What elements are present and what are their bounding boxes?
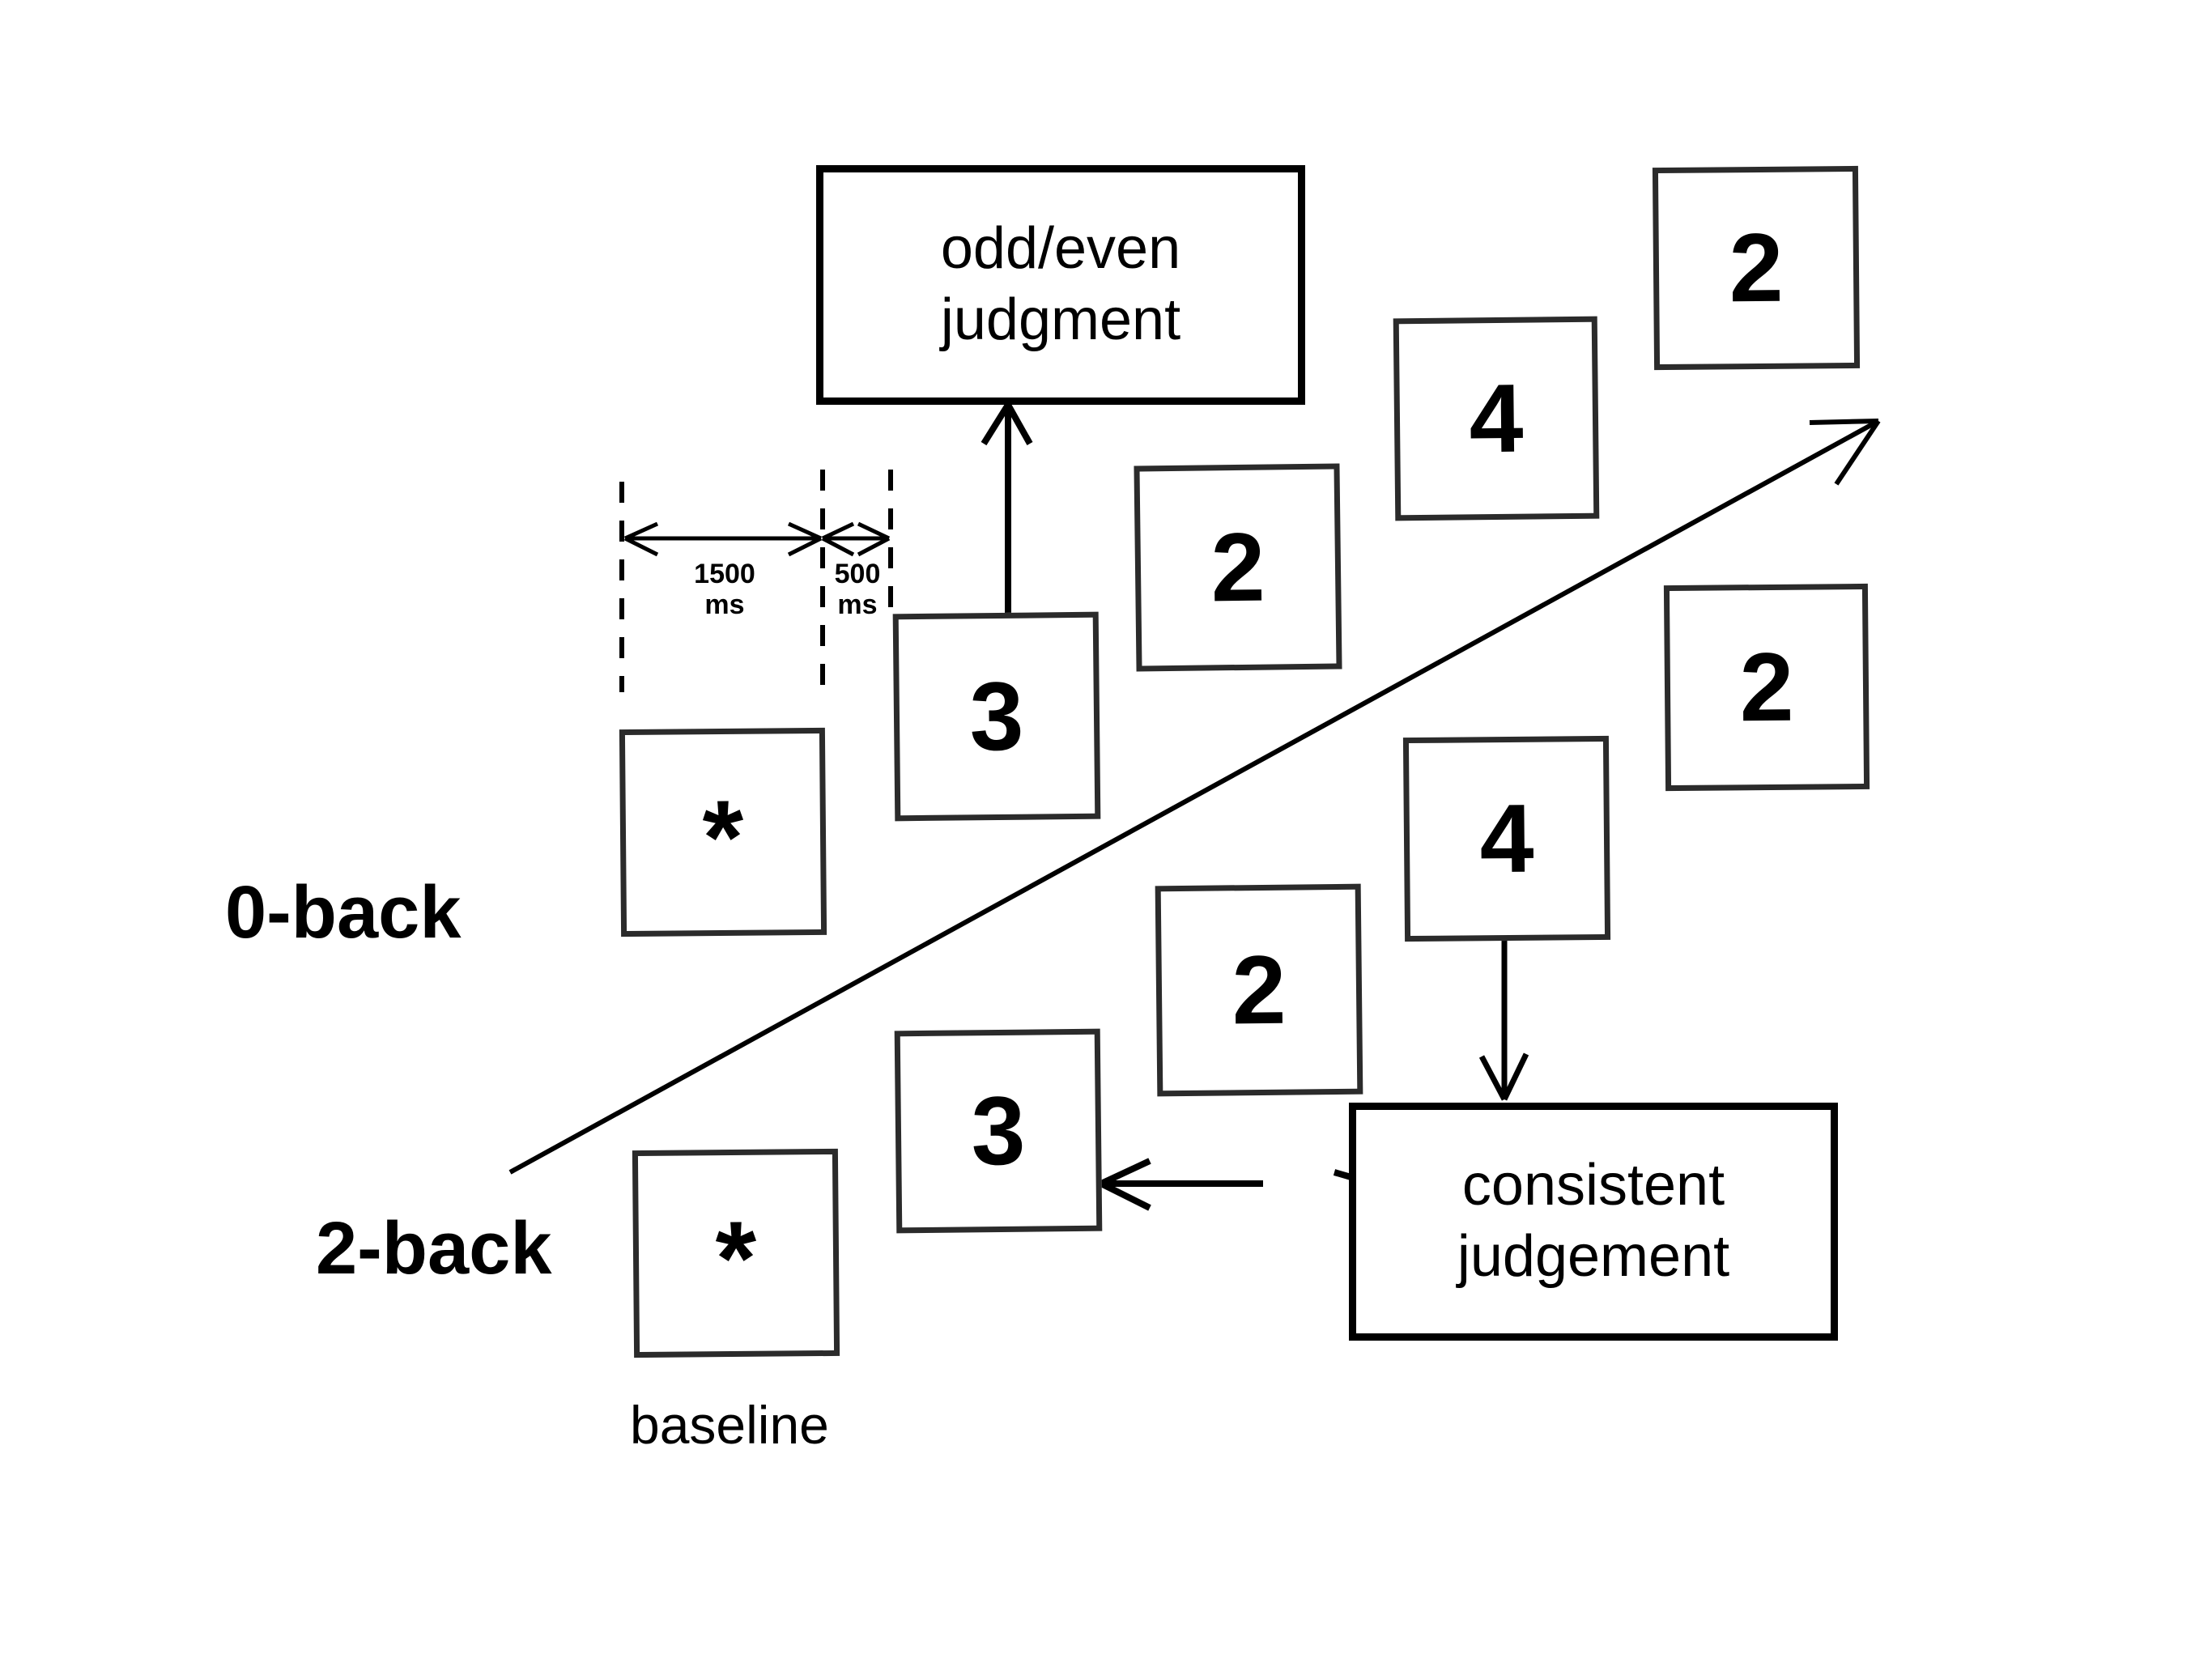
condition-label-0-back: 0-back xyxy=(225,871,462,954)
stimulus-square-digit[interactable]: 2 xyxy=(1652,165,1861,371)
task-box-odd-even-judgment[interactable]: odd/even judgment xyxy=(816,165,1305,405)
stimulus-square-digit[interactable]: 2 xyxy=(1134,463,1342,672)
task-box-consistent-judgement[interactable]: consistent judgement xyxy=(1349,1103,1838,1341)
stimulus-symbol: * xyxy=(702,777,744,897)
stimulus-symbol: 4 xyxy=(1468,363,1525,474)
stimulus-symbol: * xyxy=(715,1198,757,1318)
duration-arrow-500 xyxy=(821,521,891,557)
timing-value: 1500 xyxy=(694,559,755,589)
arrow-back-to-stimulus xyxy=(1100,1158,1355,1211)
stimulus-symbol: 2 xyxy=(1231,935,1287,1045)
task-box-line-2: judgement xyxy=(1457,1224,1730,1289)
timing-unit: ms xyxy=(837,589,878,621)
baseline-caption: baseline xyxy=(630,1395,829,1455)
stimulus-square-digit[interactable]: 3 xyxy=(892,611,1101,822)
stimulus-symbol: 2 xyxy=(1739,632,1794,742)
stimulus-symbol: 2 xyxy=(1729,213,1784,323)
stimulus-square-digit[interactable]: 4 xyxy=(1393,316,1600,521)
stimulus-square-digit[interactable]: 2 xyxy=(1155,883,1363,1097)
task-box-line-2: judgment xyxy=(940,287,1181,352)
stimulus-symbol: 4 xyxy=(1479,784,1534,894)
timing-label-interval: 500 ms xyxy=(831,559,884,620)
arrow-to-oddeven-judgment xyxy=(981,402,1033,615)
timing-value: 500 xyxy=(834,559,881,589)
stimulus-symbol: 3 xyxy=(968,661,1025,772)
timing-label-stimulus: 1500 ms xyxy=(672,559,777,620)
stimulus-symbol: 3 xyxy=(970,1076,1027,1186)
task-box-line-1: consistent xyxy=(1461,1153,1725,1218)
arrow-to-consistent-judgement xyxy=(1478,939,1529,1101)
stimulus-symbol: 2 xyxy=(1210,512,1266,623)
stimulus-square-digit[interactable]: 2 xyxy=(1663,583,1870,792)
timing-unit: ms xyxy=(704,589,745,621)
stimulus-square-fixation[interactable]: * xyxy=(632,1148,840,1358)
stimulus-square-digit[interactable]: 3 xyxy=(894,1028,1103,1234)
stimulus-square-digit[interactable]: 4 xyxy=(1402,735,1611,942)
duration-arrow-1500 xyxy=(623,521,823,557)
task-box-line-1: odd/even xyxy=(940,216,1181,282)
condition-label-2-back: 2-back xyxy=(316,1207,552,1290)
stimulus-square-fixation[interactable]: * xyxy=(619,727,827,937)
